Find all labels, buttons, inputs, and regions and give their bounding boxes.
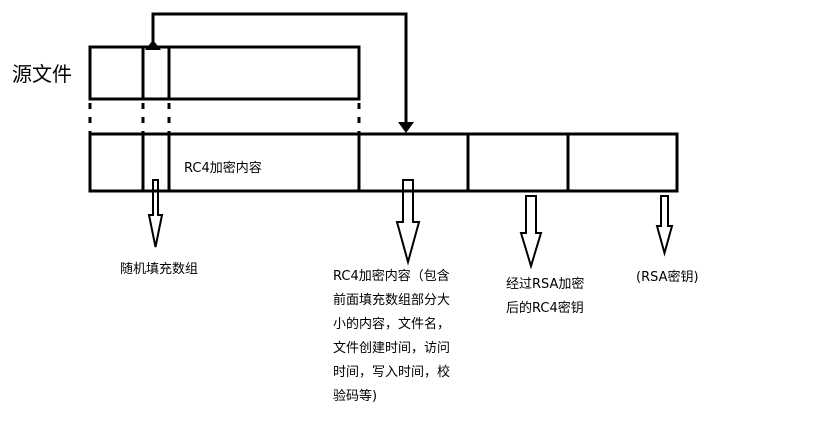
encrypted-file-bar: [88, 132, 679, 193]
random-padding-label: 随机填充数组: [120, 262, 199, 277]
connector-arrowhead-up: [145, 40, 161, 50]
encrypted-content-box-label: RC4加密内容: [184, 161, 262, 176]
arrow-down-padding: [147, 179, 164, 248]
arrow-down-content: [395, 179, 421, 266]
rc4-content-line: 前面填充数组部分大: [333, 293, 451, 308]
rc4-content-line: 文件创建时间，访问: [333, 341, 451, 356]
rsa-key-label: (RSA密钥): [636, 270, 699, 285]
encrypted-key-line: 后的RC4密钥: [506, 301, 584, 316]
rc4-content-description: RC4加密内容（包含 前面填充数组部分大 小的内容，文件名， 文件创建时间，访问…: [333, 265, 450, 409]
arrow-down-encrypted-key: [519, 195, 543, 270]
arrow-down-rsa-key: [655, 195, 674, 257]
connector-line: [151, 12, 408, 127]
rc4-content-line: 验码等): [333, 389, 378, 404]
encrypted-key-line: 经过RSA加密: [506, 277, 585, 292]
rc4-content-line: 小的内容，文件名，: [333, 317, 451, 332]
source-file-bar: [88, 45, 361, 101]
dotted-mapping-lines: [88, 103, 361, 133]
connector-arrowhead-down: [398, 122, 414, 133]
source-file-label: 源文件: [12, 62, 72, 86]
rc4-content-line: 时间，写入时间，校: [333, 365, 451, 380]
encrypted-rc4-key-description: 经过RSA加密 后的RC4密钥: [506, 273, 584, 321]
rc4-content-line: RC4加密内容（包含: [333, 269, 450, 284]
